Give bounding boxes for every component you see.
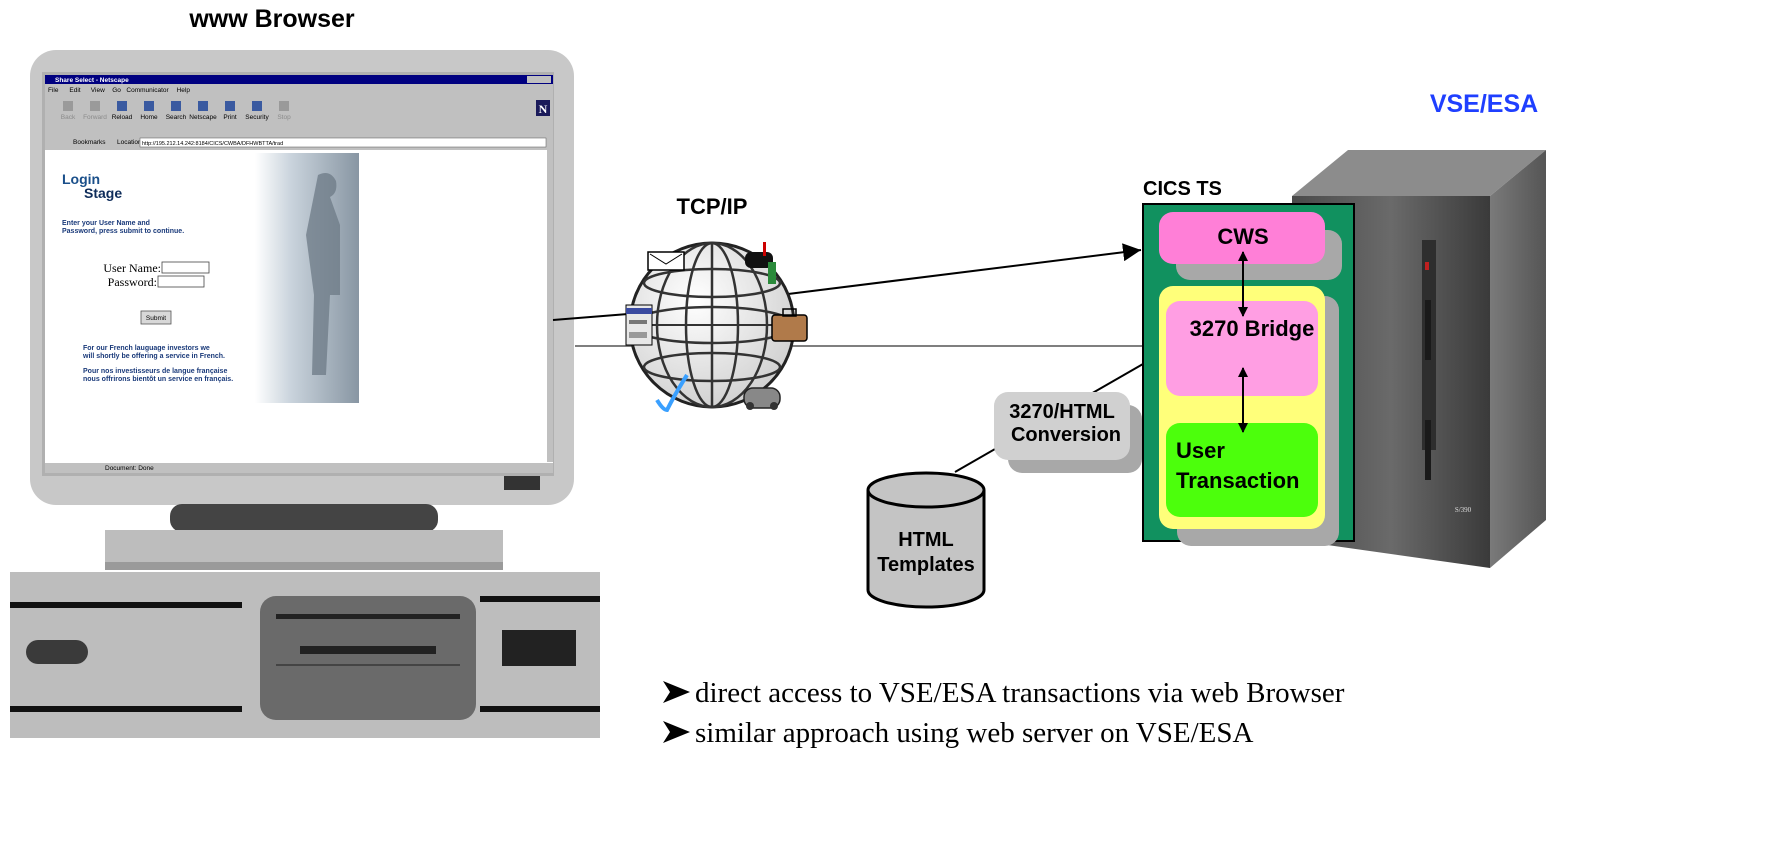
cics-ts-region: CWS 3270 Bridge User Transaction [1142, 203, 1355, 546]
window-title: Share Select - Netscape [55, 77, 129, 84]
conversion-label-2: Conversion [1011, 424, 1121, 446]
browser-title: www Browser [188, 5, 355, 33]
toolbar-button[interactable]: Print [223, 101, 237, 121]
username-label: User Name: [103, 261, 161, 275]
toolbar-icon [279, 101, 289, 111]
toolbar-button[interactable]: Security [245, 101, 269, 121]
toolbar-label: Stop [277, 114, 291, 121]
network-objects [625, 242, 808, 413]
bullet-item: similar approach using web server on VSE… [663, 717, 1253, 749]
tcpip-label: TCP/IP [677, 194, 748, 219]
conversion-box: 3270/HTML Conversion [994, 392, 1142, 473]
toolbar-button[interactable]: Home [140, 101, 158, 121]
toolbar-label: Search [166, 114, 187, 121]
checkmark-icon [655, 373, 689, 413]
toolbar-button[interactable]: Netscape [189, 101, 217, 121]
server-badge: S/390 [1455, 506, 1472, 514]
password-input[interactable] [157, 275, 205, 288]
status-bar [45, 463, 553, 473]
mailbox-icon [745, 242, 776, 284]
user-transaction-box [1166, 423, 1318, 517]
user-transaction-label-2: Transaction [1176, 468, 1299, 493]
netscape-window: Share Select - Netscape File Edit View Go Co… [45, 75, 553, 473]
toolbar-icon [171, 101, 181, 111]
password-label: Password: [108, 275, 157, 289]
cws-label: CWS [1217, 224, 1268, 249]
user-transaction-label-1: User [1176, 438, 1225, 463]
monitor-stand [105, 504, 503, 570]
bullet-item: direct access to VSE/ESA transactions vi… [663, 677, 1345, 709]
submit-button[interactable] [140, 310, 172, 325]
document-stack-icon [625, 304, 653, 346]
bookmarks-label[interactable]: Bookmarks [73, 139, 106, 146]
arrow-bullet-icon [663, 721, 690, 743]
login-logo-line1: Login [62, 171, 100, 187]
netscape-logo [536, 100, 550, 116]
cws-box [1159, 212, 1325, 264]
toolbar-label: Forward [83, 114, 107, 121]
menu-item[interactable]: File [48, 87, 59, 94]
toolbar-button[interactable]: Stop [277, 101, 291, 121]
menu-item[interactable]: Go [112, 87, 121, 94]
bridge-label: 3270 Bridge [1190, 316, 1315, 341]
html-templates-database: HTML Templates [866, 471, 986, 609]
toolbar-button[interactable]: Back [61, 101, 76, 121]
toolbar-label: Print [223, 114, 237, 121]
hero-photo [255, 153, 359, 403]
bullet-text: direct access to VSE/ESA transactions vi… [695, 677, 1345, 709]
svg-text:N: N [539, 102, 548, 116]
window-titlebar [45, 75, 553, 84]
toolbar-button[interactable]: Reload [112, 101, 133, 121]
toolbar-icon [252, 101, 262, 111]
toolbar-label: Reload [112, 114, 133, 121]
username-input[interactable] [161, 261, 210, 274]
arrow-bullet-icon [663, 681, 690, 703]
templates-label-2: Templates [877, 554, 974, 576]
menu-item[interactable]: Communicator [126, 87, 169, 94]
toolbar-button[interactable]: Search [166, 101, 187, 121]
conversion-label-1: 3270/HTML [1009, 401, 1115, 423]
templates-label-1: HTML [898, 529, 954, 551]
bullet-list: direct access to VSE/ESA transactions vi… [663, 677, 1345, 749]
toolbar-icon [198, 101, 208, 111]
scrollbar[interactable] [547, 150, 553, 462]
url-value: http://195.212.14.242:8184/CICS/CWBA/DFH… [142, 141, 283, 147]
url-field[interactable] [139, 137, 547, 148]
toolbar-label: Home [140, 114, 158, 121]
menu-item[interactable]: View [91, 87, 105, 94]
briefcase-icon [771, 308, 808, 342]
toolbar-icon [144, 101, 154, 111]
intro-line2: Password, press submit to continue. [62, 228, 184, 235]
menu-item[interactable]: Help [177, 87, 191, 94]
toolbar-icon [225, 101, 235, 111]
toolbar-label: Netscape [189, 114, 217, 121]
phone-icon [743, 387, 781, 410]
envelope-icon [647, 251, 685, 271]
intro-line1: Enter your User Name and [62, 220, 150, 227]
fr-note-2: nous offrirons bientôt un service en fra… [83, 376, 233, 383]
toolbar-icon [90, 101, 100, 111]
bridge-box [1166, 301, 1318, 396]
submit-label: Submit [146, 315, 166, 322]
window-controls[interactable] [527, 76, 551, 83]
location-label: Location: [117, 139, 144, 146]
menu-bar: File Edit View Go Communicator Help [48, 87, 190, 94]
status-text: Document: Done [105, 465, 154, 472]
toolbar-label: Security [245, 114, 269, 121]
en-note-2: will shortly be offering a service in Fr… [82, 353, 225, 360]
cics-ts-label: CICS TS [1143, 178, 1222, 200]
toolbar-label: Back [61, 114, 76, 121]
menu-item[interactable]: Edit [69, 87, 80, 94]
toolbar-icon [63, 101, 73, 111]
toolbar-button[interactable]: Forward [83, 101, 107, 121]
bullet-text: similar approach using web server on VSE… [695, 717, 1253, 749]
en-note-1: For our French lauguage investors we [83, 345, 210, 352]
system-unit [10, 572, 600, 738]
vse-esa-label: VSE/ESA [1430, 90, 1538, 118]
login-logo-line2: Stage [84, 185, 122, 201]
toolbar-icon [117, 101, 127, 111]
fr-note-1: Pour nos investisseurs de langue françai… [83, 368, 227, 375]
